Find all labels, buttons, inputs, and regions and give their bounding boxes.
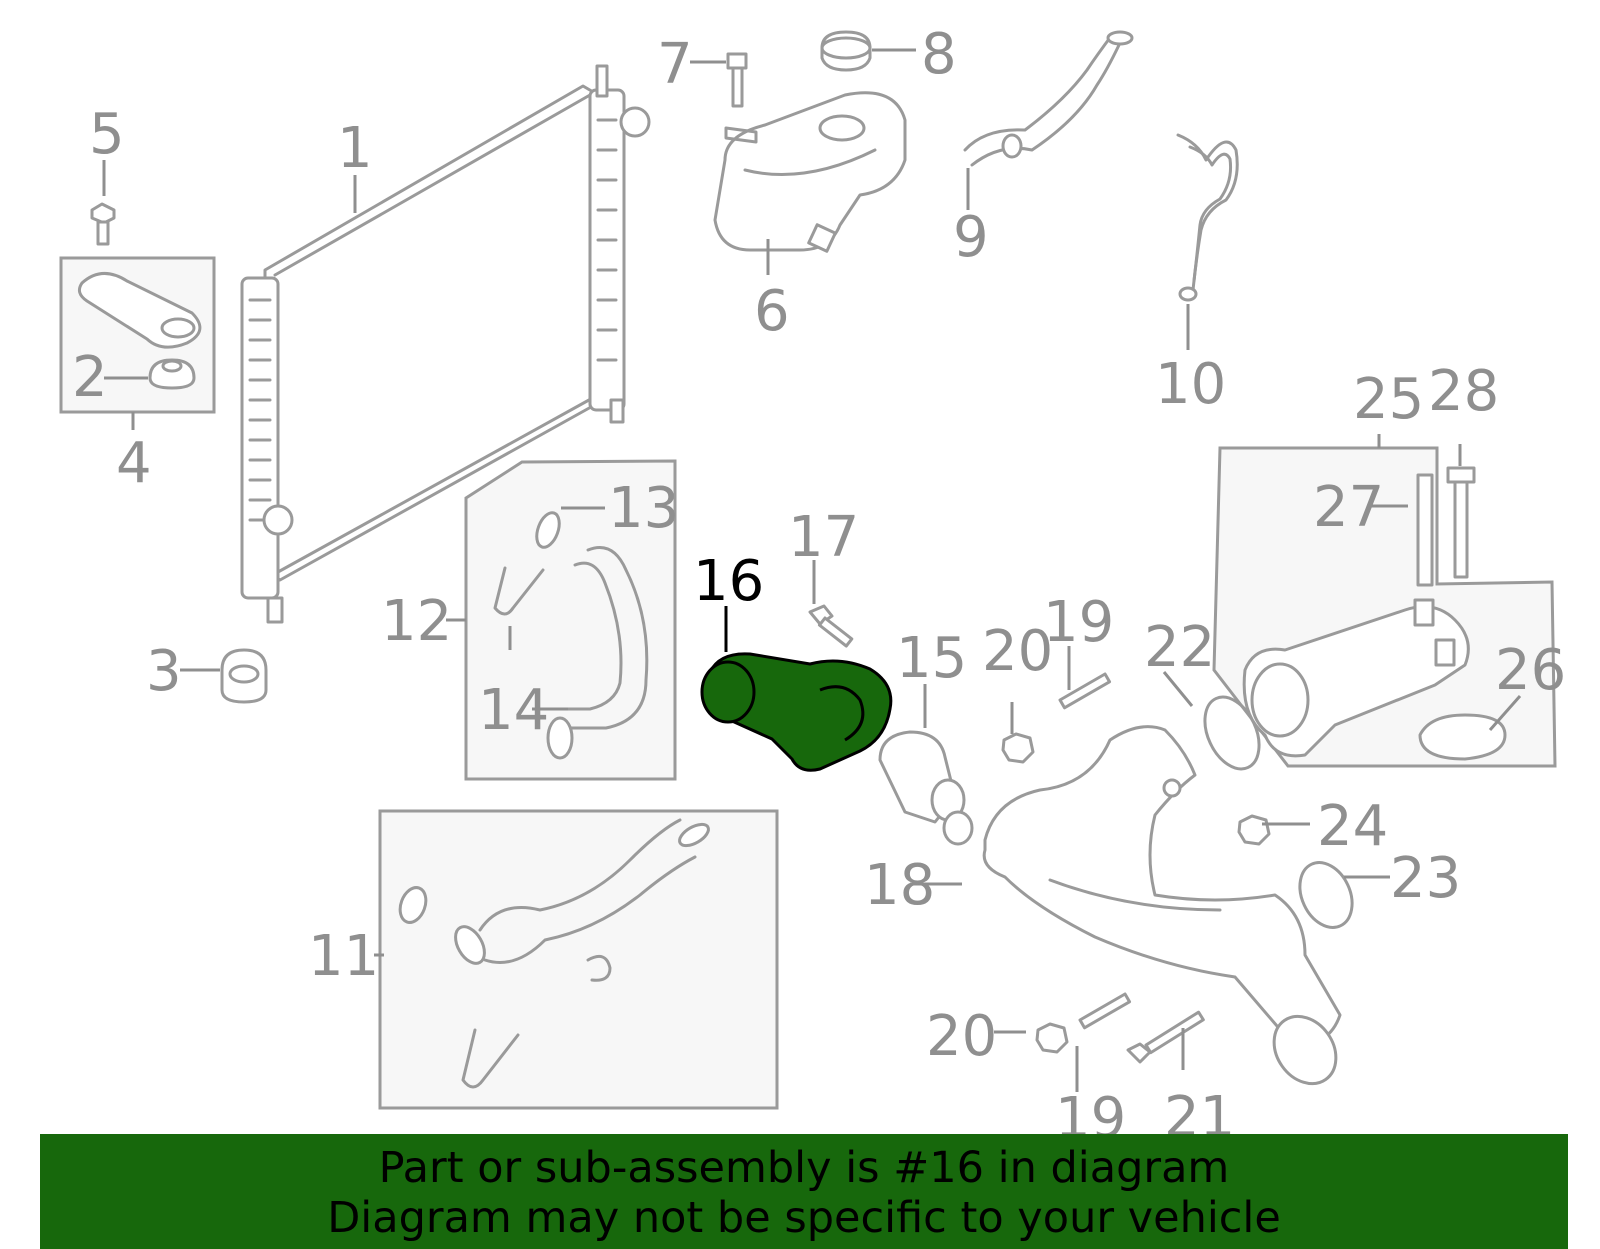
callout-24: 24: [1317, 794, 1388, 859]
hose-part-11: [454, 818, 710, 965]
hose-part-12: [543, 546, 649, 760]
group-box-11: [378, 809, 779, 1110]
thermostat-part-15: [878, 730, 974, 846]
callout-2: 2: [72, 345, 108, 410]
bracket-part-4: [77, 272, 202, 390]
hose-part-10: [1176, 133, 1239, 302]
callout-3: 3: [146, 639, 182, 704]
bolt-part-7: [726, 52, 748, 108]
callout-23: 23: [1390, 846, 1461, 911]
o-ring-part-11: [398, 886, 428, 924]
info-banner: Part or sub-assembly is #16 in diagram D…: [40, 1134, 1568, 1249]
banner-line-1: Part or sub-assembly is #16 in diagram: [378, 1143, 1230, 1193]
callout-4: 4: [116, 431, 152, 496]
radiator-part: [240, 64, 651, 624]
callout-10: 10: [1155, 352, 1226, 417]
callout-14: 14: [478, 678, 549, 743]
bolt-part-21: [1126, 1010, 1205, 1064]
group-box-12: [464, 459, 677, 781]
callout-7: 7: [657, 32, 693, 97]
callout-13: 13: [608, 476, 679, 541]
callout-16: 16: [693, 549, 764, 614]
callout-20b: 20: [926, 1004, 997, 1069]
clip-part-11: [461, 1028, 520, 1089]
o-ring-part-23: [1298, 861, 1354, 929]
callout-26: 26: [1495, 638, 1566, 703]
banner-line-2: Diagram may not be specific to your vehi…: [327, 1193, 1281, 1243]
expansion-tank-part-6: [713, 91, 907, 253]
callout-11: 11: [308, 924, 379, 989]
callout-5: 5: [89, 102, 125, 167]
grommet-part-3: [220, 648, 268, 704]
leader-lines: [102, 48, 1522, 1092]
coolant-pipe-part-18: [982, 725, 1342, 1086]
callout-9: 9: [953, 205, 989, 270]
hose-part-9: [963, 30, 1134, 167]
callout-15: 15: [896, 626, 967, 691]
cap-part-8: [820, 30, 872, 72]
callout-22: 22: [1144, 615, 1215, 680]
bolt-part-28: [1446, 466, 1476, 579]
callout-28: 28: [1428, 359, 1499, 424]
nut-part-24: [1237, 814, 1271, 846]
callout-8: 8: [921, 22, 957, 87]
gasket-part-26: [1418, 713, 1507, 761]
callout-6: 6: [754, 279, 790, 344]
callout-1: 1: [337, 116, 373, 181]
bolt-part-17: [808, 604, 854, 648]
callout-27: 27: [1313, 475, 1384, 540]
nut-part-20-a: [1001, 732, 1035, 764]
callout-19a: 19: [1043, 590, 1114, 655]
callout-17: 17: [788, 505, 859, 570]
pin-part-19-b: [1078, 992, 1132, 1030]
nut-part-20-b: [1035, 1022, 1069, 1054]
callout-12: 12: [381, 589, 452, 654]
callout-18: 18: [864, 853, 935, 918]
o-ring-part-13: [535, 511, 561, 549]
thermostat-housing-part-16: [700, 652, 893, 772]
outlet-housing-part-25: [1242, 598, 1470, 758]
callout-20a: 20: [982, 619, 1053, 684]
bolt-part-5: [90, 202, 116, 246]
stud-part-27: [1416, 473, 1434, 587]
clip-part-14: [493, 566, 545, 616]
clamp-part-11: [586, 954, 612, 982]
pin-part-19-a: [1058, 672, 1112, 710]
callout-25: 25: [1353, 367, 1424, 432]
